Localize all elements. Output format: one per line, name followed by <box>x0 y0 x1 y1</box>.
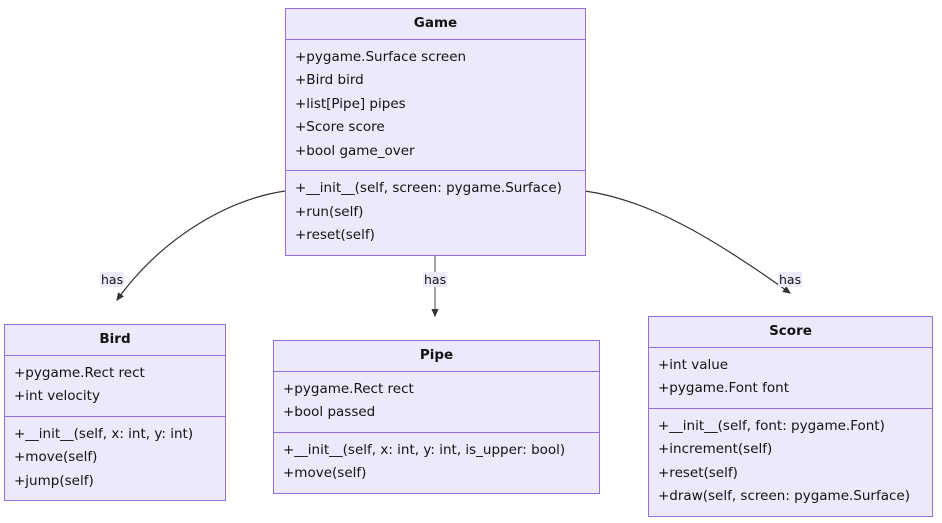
edge-game-bird <box>116 190 286 301</box>
edge-label-game-score: has <box>778 272 803 287</box>
edge-label-game-bird: has <box>100 272 125 287</box>
class-method: +run(self) <box>295 203 364 220</box>
class-attribute: +bool passed <box>283 404 376 421</box>
class-box-game[interactable]: Game +pygame.Surface screen +Bird bird +… <box>285 8 586 256</box>
class-attributes-bird: +pygame.Rect rect +int velocity <box>5 356 225 417</box>
class-method: +__init__(self, screen: pygame.Surface) <box>295 180 562 197</box>
class-attributes-score: +int value +pygame.Font font <box>649 348 932 409</box>
class-attribute: +pygame.Surface screen <box>295 48 467 65</box>
class-method: +move(self) <box>283 465 367 482</box>
class-method: +reset(self) <box>295 227 375 244</box>
class-name-bird: Bird <box>5 325 225 356</box>
edge-game-score <box>584 190 791 294</box>
class-attributes-pipe: +pygame.Rect rect +bool passed <box>274 372 599 433</box>
class-methods-bird: +__init__(self, x: int, y: int) +move(se… <box>5 417 225 501</box>
class-attribute: +int velocity <box>14 388 100 405</box>
class-box-score[interactable]: Score +int value +pygame.Font font +__in… <box>648 316 933 517</box>
class-attribute: +pygame.Font font <box>658 380 790 397</box>
class-attribute: +int value <box>658 356 729 373</box>
class-method: +__init__(self, x: int, y: int) <box>14 425 194 442</box>
class-method: +increment(self) <box>658 441 773 458</box>
class-attribute: +Bird bird <box>295 72 364 89</box>
class-name-pipe: Pipe <box>274 341 599 372</box>
class-methods-game: +__init__(self, screen: pygame.Surface) … <box>286 171 585 255</box>
class-method: +jump(self) <box>14 472 94 489</box>
class-method: +draw(self, screen: pygame.Surface) <box>658 488 910 505</box>
class-attributes-game: +pygame.Surface screen +Bird bird +list[… <box>286 40 585 172</box>
class-attribute: +pygame.Rect rect <box>14 364 145 381</box>
class-box-bird[interactable]: Bird +pygame.Rect rect +int velocity +__… <box>4 324 226 502</box>
edge-label-game-pipe: has <box>423 272 448 287</box>
class-name-score: Score <box>649 317 932 348</box>
class-method: +__init__(self, x: int, y: int, is_upper… <box>283 441 566 458</box>
class-name-game: Game <box>286 9 585 40</box>
class-box-pipe[interactable]: Pipe +pygame.Rect rect +bool passed +__i… <box>273 340 600 494</box>
class-methods-pipe: +__init__(self, x: int, y: int, is_upper… <box>274 433 599 493</box>
class-method: +__init__(self, font: pygame.Font) <box>658 417 885 434</box>
class-method: +reset(self) <box>658 464 738 481</box>
class-attribute: +Score score <box>295 119 385 136</box>
class-attribute: +bool game_over <box>295 142 415 159</box>
class-method: +move(self) <box>14 449 98 466</box>
class-attribute: +pygame.Rect rect <box>283 380 414 397</box>
class-attribute: +list[Pipe] pipes <box>295 95 406 112</box>
class-methods-score: +__init__(self, font: pygame.Font) +incr… <box>649 409 932 516</box>
